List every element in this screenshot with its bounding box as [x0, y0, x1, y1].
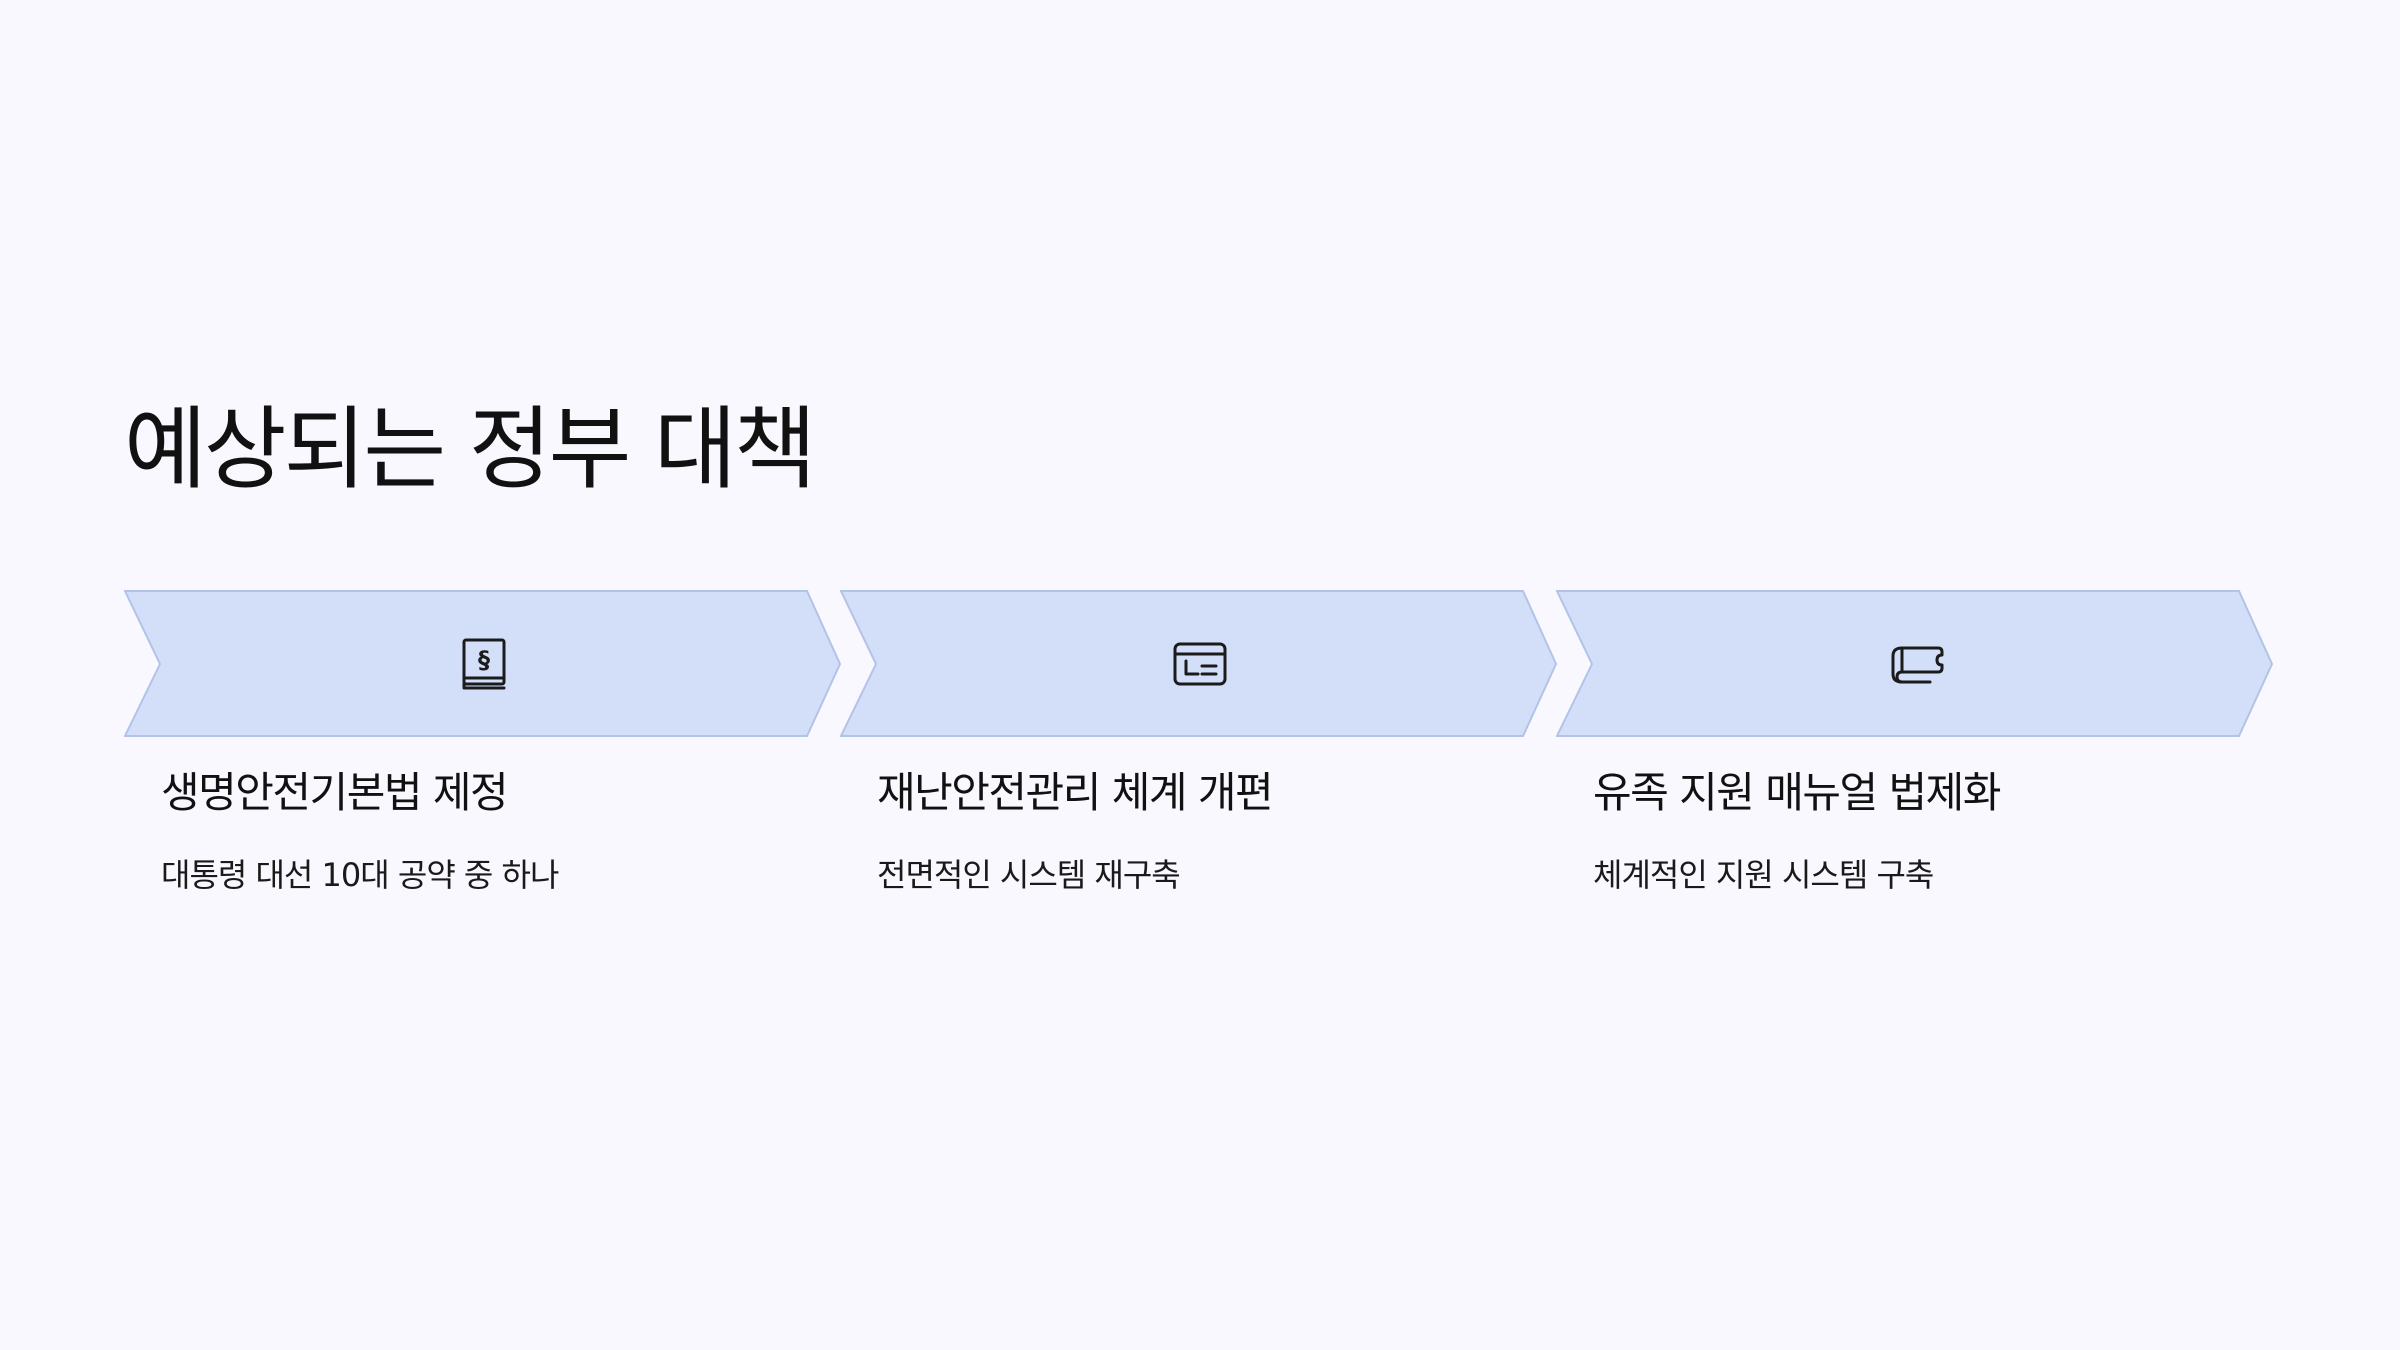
step-description-3: 체계적인 지원 시스템 구축 — [1593, 856, 1934, 894]
process-step-3: 유족 지원 매뉴얼 법제화 체계적인 지원 시스템 구축 — [1556, 590, 2274, 894]
system-window-icon — [1173, 642, 1227, 686]
process-step-1: § 생명안전기본법 제정 대통령 대선 10대 공약 중 하나 — [124, 590, 842, 894]
step-description-1: 대통령 대선 10대 공약 중 하나 — [161, 856, 559, 894]
chevron-arrow-3 — [1556, 590, 2274, 738]
step-title-3: 유족 지원 매뉴얼 법제화 — [1593, 768, 2001, 817]
law-book-icon: § — [462, 638, 506, 690]
scroll-document-icon — [1891, 646, 1944, 684]
svg-text:§: § — [478, 646, 490, 674]
chevron-arrow-2 — [840, 590, 1558, 738]
step-title-2: 재난안전관리 체계 개편 — [877, 768, 1274, 817]
step-description-2: 전면적인 시스템 재구축 — [877, 856, 1181, 894]
slide-title: 예상되는 정부 대책 — [124, 397, 817, 502]
process-step-2: 재난안전관리 체계 개편 전면적인 시스템 재구축 — [840, 590, 1558, 894]
step-title-1: 생명안전기본법 제정 — [161, 768, 509, 817]
chevron-arrow-1: § — [124, 590, 842, 738]
